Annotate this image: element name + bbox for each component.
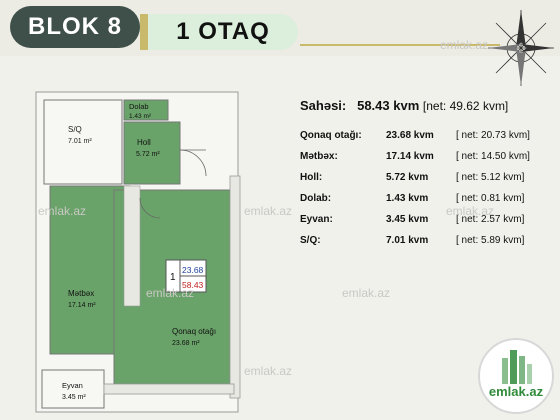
- area-row-label: S/Q:: [300, 235, 321, 246]
- watermark: emlak.az: [244, 204, 293, 218]
- watermark: emlak.az: [244, 364, 293, 378]
- metbex-label: Mətbəx: [68, 289, 94, 298]
- unit-net-area: 23.68: [182, 265, 204, 275]
- area-row-value: 17.14 kvm: [386, 151, 434, 162]
- room-holl: [123, 121, 181, 185]
- room-count-label: 1 OTAQ: [140, 14, 298, 50]
- area-row-value: 5.72 kvm: [386, 172, 429, 183]
- area-row-net: [ net: 20.73 kvm]: [456, 130, 530, 141]
- area-row-label: Eyvan:: [300, 214, 333, 225]
- unit-number: 1: [170, 272, 176, 283]
- holl-label: Holl: [137, 138, 151, 147]
- area-row-value: 23.68 kvm: [386, 130, 434, 141]
- eyvan-area: 3.45 m²: [62, 394, 86, 401]
- area-row: Qonaq otağı: 23.68 kvm [ net: 20.73 kvm]: [300, 125, 555, 146]
- watermark: emlak.az: [146, 286, 195, 300]
- area-row-net: [ net: 0.81 kvm]: [456, 193, 525, 204]
- room-sq: [43, 99, 123, 185]
- header-bar: BLOK 8 1 OTAQ: [0, 0, 560, 56]
- room-eyvan: [41, 369, 105, 409]
- eyvan-label: Eyvan: [62, 381, 83, 390]
- watermark: emlak.az: [38, 204, 87, 218]
- area-row-net: [ net: 2.57 kvm]: [456, 214, 525, 225]
- dolab-label: Dolab: [129, 102, 149, 111]
- area-row-label: Holl:: [300, 172, 323, 183]
- logo-text: emlak.az: [488, 384, 544, 399]
- area-row-net: [ net: 5.12 kvm]: [456, 172, 525, 183]
- total-area-net: [net: 49.62 kvm]: [422, 99, 509, 113]
- sq-label: S/Q: [68, 125, 82, 134]
- area-row-label: Mətbəx:: [300, 151, 338, 162]
- area-row: Dolab: 1.43 kvm [ net: 0.81 kvm]: [300, 188, 555, 209]
- area-info-panel: Sahəsi: 58.43 kvm [net: 49.62 kvm] Qonaq…: [300, 98, 555, 251]
- qonaq-area: 23.68 m²: [172, 340, 200, 347]
- blok-label: BLOK 8: [10, 6, 140, 48]
- emlak-logo: emlak.az: [478, 338, 554, 414]
- area-row-value: 7.01 kvm: [386, 235, 429, 246]
- total-area-label: Sahəsi:: [300, 98, 347, 113]
- area-row: Mətbəx: 17.14 kvm [ net: 14.50 kvm]: [300, 146, 555, 167]
- floor-plan: S/Q 7.01 m² Dolab 1.43 m² Holl 5.72 m² M…: [35, 91, 241, 413]
- area-row: Holl: 5.72 kvm [ net: 5.12 kvm]: [300, 167, 555, 188]
- area-row-label: Qonaq otağı:: [300, 130, 362, 141]
- watermark: emlak.az: [440, 38, 489, 52]
- holl-area: 5.72 m²: [136, 151, 160, 158]
- total-area-value: 58.43 kvm: [357, 98, 420, 113]
- decorative-line: [300, 44, 500, 46]
- compass-rose-icon: [488, 10, 554, 86]
- watermark: emlak.az: [446, 204, 495, 218]
- metbex-area: 17.14 m²: [68, 302, 96, 309]
- sq-area: 7.01 m²: [68, 138, 92, 145]
- watermark: emlak.az: [342, 286, 391, 300]
- room-dolab: [123, 99, 169, 121]
- qonaq-label: Qonaq otağı: [172, 327, 216, 336]
- unit-total-area: 58.43: [182, 280, 204, 290]
- total-area-line: Sahəsi: 58.43 kvm [net: 49.62 kvm]: [300, 98, 555, 113]
- area-row: S/Q: 7.01 kvm [ net: 5.89 kvm]: [300, 230, 555, 251]
- area-row-label: Dolab:: [300, 193, 332, 204]
- area-row-net: [ net: 14.50 kvm]: [456, 151, 530, 162]
- area-row-value: 1.43 kvm: [386, 193, 429, 204]
- dolab-area: 1.43 m²: [129, 113, 152, 120]
- area-row: Eyvan: 3.45 kvm [ net: 2.57 kvm]: [300, 209, 555, 230]
- area-row-net: [ net: 5.89 kvm]: [456, 235, 525, 246]
- area-row-value: 3.45 kvm: [386, 214, 429, 225]
- building-skyline-icon: [502, 350, 532, 384]
